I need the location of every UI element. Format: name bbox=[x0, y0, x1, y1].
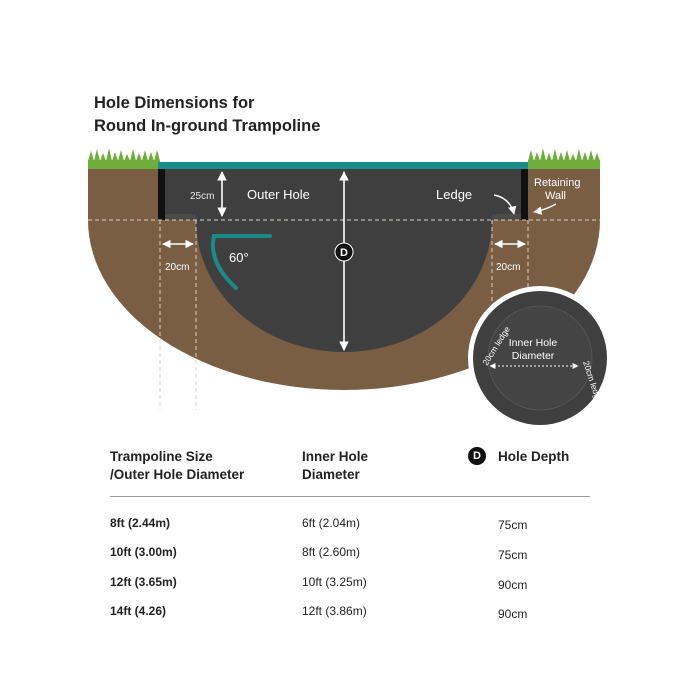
depth-badge-circle bbox=[334, 242, 354, 262]
grass-left bbox=[88, 148, 160, 169]
ledge-left bbox=[160, 214, 196, 220]
title-line-1: Hole Dimensions for bbox=[94, 94, 255, 112]
header-inner-line-1: Inner Hole bbox=[302, 449, 369, 464]
title-line-2: Round In-ground Trampoline bbox=[94, 117, 321, 135]
table-header-depth: Hole Depth bbox=[498, 449, 570, 464]
retaining-wall-label-2: Wall bbox=[545, 190, 566, 202]
retaining-wall-arrow bbox=[533, 203, 557, 215]
row-size: 12ft (3.65m) bbox=[110, 575, 177, 589]
retaining-wall-left bbox=[158, 168, 165, 220]
table-header-size: Trampoline Size /Outer Hole Diameter bbox=[110, 448, 244, 484]
trampoline-mat bbox=[158, 162, 528, 169]
row-inner: 6ft (2.04m) bbox=[302, 516, 361, 530]
row-inner: 10ft (3.25m) bbox=[302, 575, 367, 589]
row-depth: 75cm bbox=[498, 548, 528, 562]
ledge-label: Ledge bbox=[436, 187, 472, 202]
angle-label: 60° bbox=[229, 250, 249, 265]
table-divider bbox=[110, 496, 590, 497]
grass-right bbox=[528, 148, 600, 169]
inset-circle-inner bbox=[487, 305, 593, 411]
row-depth: 90cm bbox=[498, 578, 528, 592]
row-inner: 12ft (3.86m) bbox=[302, 604, 367, 618]
dashed-verticals bbox=[159, 220, 529, 410]
depth-badge-label: D bbox=[340, 247, 348, 259]
retaining-wall-right bbox=[521, 168, 528, 220]
ledge-width-right-label: 20cm bbox=[496, 262, 520, 273]
depth-25cm-label: 25cm bbox=[190, 191, 214, 202]
table-header-inner: Inner Hole Diameter bbox=[302, 448, 368, 484]
header-size-line-1: Trampoline Size bbox=[110, 449, 213, 464]
outer-hole-label: Outer Hole bbox=[247, 187, 310, 202]
ledge-arrow bbox=[493, 194, 517, 215]
row-depth: 75cm bbox=[498, 518, 528, 532]
inset-inner-label-1: Inner Hole bbox=[509, 337, 558, 349]
row-size: 10ft (3.00m) bbox=[110, 545, 177, 559]
hole-diagram: D 25cm Outer Hole Ledge Retaining Wall 2… bbox=[88, 148, 607, 425]
header-depth-badge: D bbox=[468, 447, 486, 465]
ledge-width-left-label: 20cm bbox=[165, 262, 189, 273]
header-size-line-2: /Outer Hole Diameter bbox=[110, 467, 245, 482]
angle-marker bbox=[211, 234, 272, 290]
ledge-right bbox=[492, 214, 528, 220]
retaining-wall-label-1: Retaining bbox=[534, 177, 580, 189]
header-inner-line-2: Diameter bbox=[302, 467, 360, 482]
row-size: 8ft (2.44m) bbox=[110, 516, 171, 530]
inset-inner-label-2: Diameter bbox=[512, 350, 555, 362]
row-depth: 90cm bbox=[498, 607, 528, 621]
row-size: 14ft (4.26) bbox=[110, 604, 167, 618]
row-inner: 8ft (2.60m) bbox=[302, 545, 361, 559]
